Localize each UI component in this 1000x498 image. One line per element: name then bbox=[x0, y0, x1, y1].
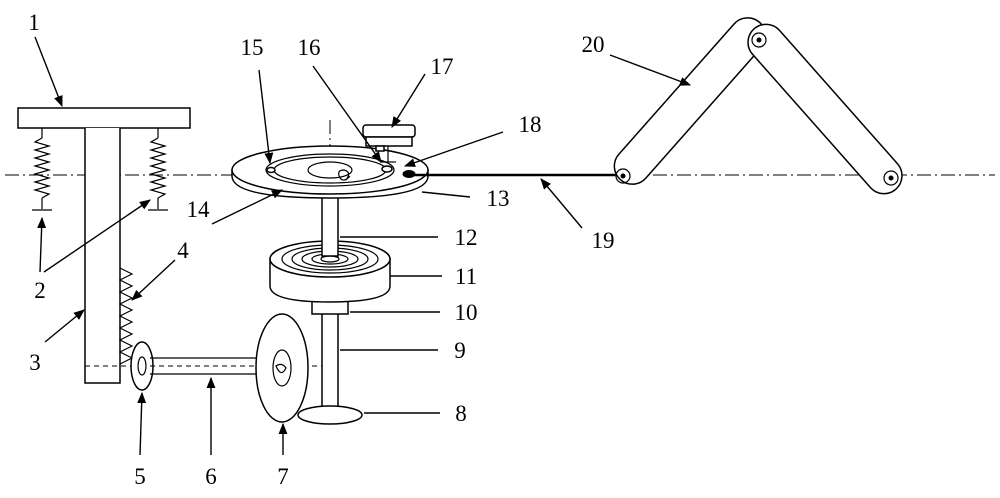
label-9: 9 bbox=[454, 338, 466, 363]
large-disc bbox=[231, 145, 429, 195]
disc-center-hub bbox=[307, 161, 353, 179]
leader-lines bbox=[34, 36, 692, 456]
label-15: 15 bbox=[241, 35, 264, 60]
vertical-shaft bbox=[321, 311, 339, 411]
label-5: 5 bbox=[134, 464, 146, 489]
vertical-rod bbox=[84, 128, 121, 384]
small-gear-hub bbox=[137, 356, 147, 376]
pivot-left-center bbox=[620, 173, 626, 179]
upper-shaft bbox=[321, 195, 339, 257]
linkage-arm-right bbox=[747, 23, 903, 195]
label-4: 4 bbox=[177, 238, 189, 263]
slot-left bbox=[266, 166, 276, 174]
label-12: 12 bbox=[455, 225, 478, 250]
pivot-top-center bbox=[756, 37, 762, 43]
label-1: 1 bbox=[28, 10, 40, 35]
pivot-right bbox=[883, 170, 899, 186]
label-6: 6 bbox=[205, 464, 217, 489]
small-gear bbox=[130, 341, 154, 391]
label-19: 19 bbox=[592, 228, 615, 253]
pivot-left bbox=[615, 168, 631, 184]
label-7: 7 bbox=[277, 464, 289, 489]
linkage-arm-left bbox=[613, 17, 767, 185]
label-18: 18 bbox=[519, 112, 542, 137]
label-20: 20 bbox=[582, 32, 605, 57]
dial-gauge bbox=[362, 124, 416, 163]
top-plate bbox=[17, 107, 191, 129]
pivot-right-center bbox=[888, 175, 894, 181]
label-2: 2 bbox=[34, 278, 46, 303]
base-plate bbox=[297, 405, 363, 425]
bevel-disc-cam bbox=[275, 363, 287, 374]
disc-groove-outer bbox=[265, 153, 395, 187]
label-17: 17 bbox=[431, 54, 454, 79]
pivot-top bbox=[751, 32, 767, 48]
label-16: 16 bbox=[298, 35, 321, 60]
bevel-disc-hub bbox=[272, 349, 292, 387]
label-3: 3 bbox=[29, 350, 41, 375]
label-13: 13 bbox=[487, 186, 510, 211]
label-11: 11 bbox=[455, 264, 477, 289]
label-8: 8 bbox=[455, 401, 467, 426]
right-spring bbox=[148, 128, 168, 211]
hair-spring bbox=[338, 169, 351, 181]
slot-right bbox=[381, 165, 393, 173]
label-10: 10 bbox=[455, 300, 478, 325]
left-spring bbox=[32, 128, 52, 211]
rack-teeth bbox=[118, 267, 134, 365]
bevel-disc bbox=[255, 313, 309, 423]
label-14: 14 bbox=[187, 197, 211, 222]
